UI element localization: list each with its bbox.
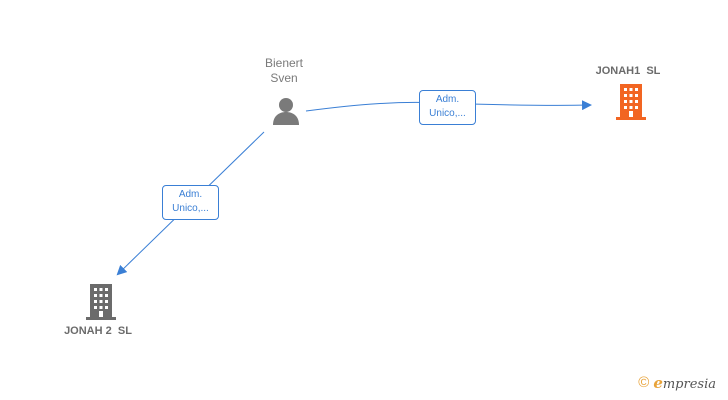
building-icon[interactable]	[84, 284, 118, 320]
person-icon[interactable]	[271, 96, 301, 126]
relation-role-line1: Adm.	[435, 94, 460, 105]
relation-label-jonah2[interactable]: Adm. Unico,...	[162, 185, 219, 220]
relation-role-line1: Adm.	[178, 189, 203, 200]
company-name-jonah2: JONAH 2 SL	[64, 325, 132, 337]
brand-initial: e	[653, 373, 663, 392]
relation-label-jonah1[interactable]: Adm. Unico,...	[419, 90, 476, 125]
relation-role-line2: Unico,...	[429, 108, 466, 119]
building-icon-highlighted[interactable]	[614, 84, 648, 120]
person-name-line2: Sven	[270, 71, 298, 85]
person-name-line1: Bienert	[264, 56, 304, 70]
company-name-jonah1: JONAH1 SL	[595, 65, 661, 77]
relation-role-line2: Unico,...	[172, 203, 209, 214]
copyright-icon: ©	[638, 374, 650, 391]
empresia-watermark: © empresia	[638, 372, 716, 394]
brand-logo: empresia	[653, 374, 716, 393]
person-name-label: Bienert Sven	[244, 56, 324, 86]
brand-rest: mpresia	[662, 376, 716, 392]
